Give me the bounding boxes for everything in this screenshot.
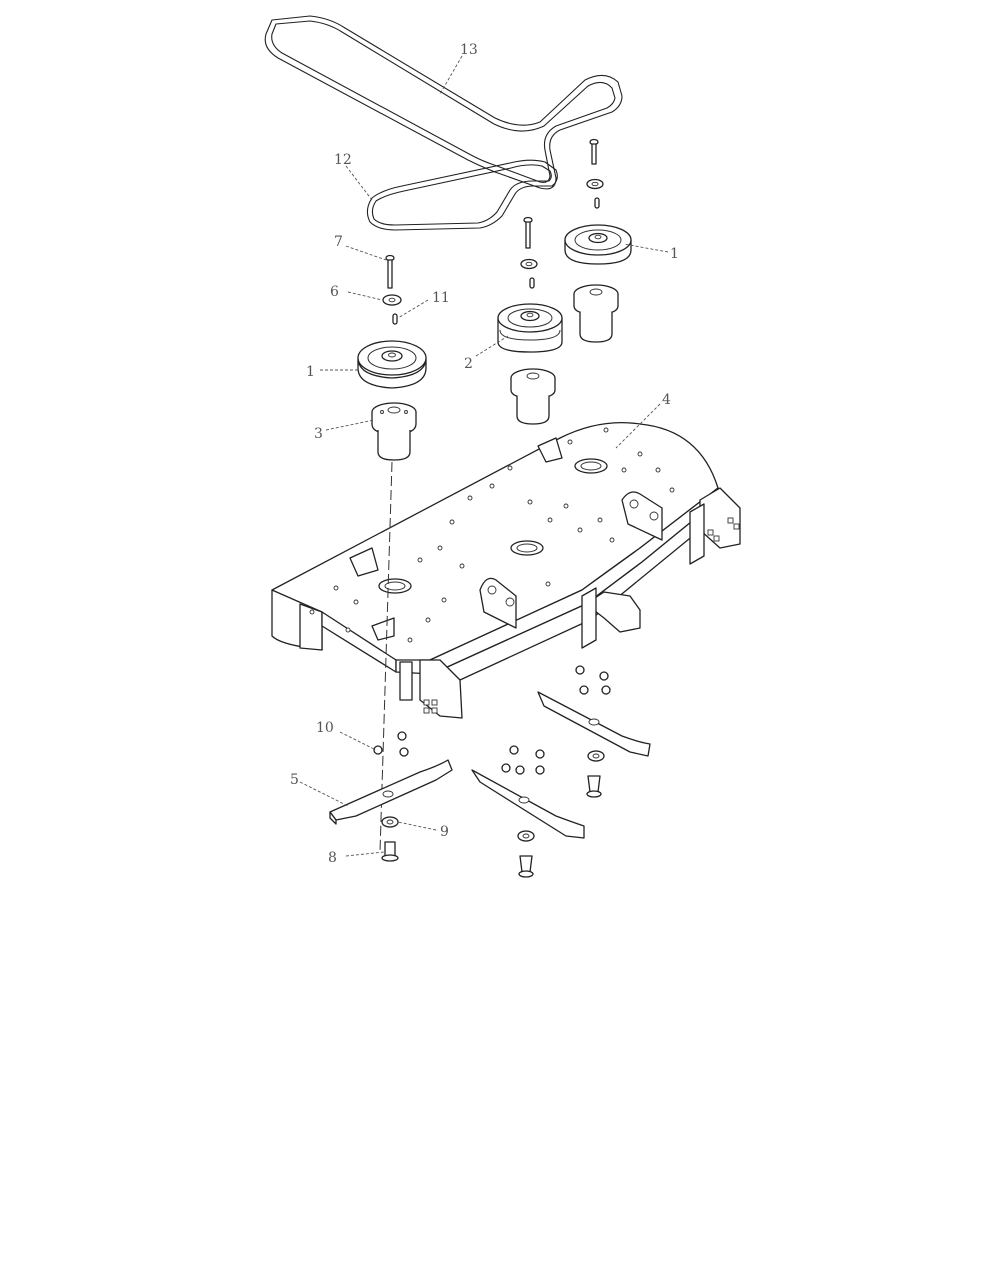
mower-deck-4 [271,421,741,719]
callout-1-left: 1 [306,364,315,380]
spindle-right [573,284,619,343]
callout-11: 11 [432,290,450,306]
blade-middle [471,769,585,839]
bolt-right-blade [586,775,602,798]
callout-1-right: 1 [670,246,679,262]
belt-12 [366,159,558,231]
callout-labels: 13 12 7 6 11 1 1 2 3 4 10 5 9 8 [290,42,679,866]
washer-middle-blade [517,830,535,842]
callout-8: 8 [328,850,337,866]
callout-7: 7 [334,234,343,250]
callout-5: 5 [290,772,299,788]
bolt-middle-blade [518,855,534,878]
washer-9 [381,816,399,828]
blade-right [537,691,651,757]
belt-13 [264,15,623,190]
callout-6: 6 [330,284,339,300]
callout-3: 3 [314,426,323,442]
callout-13: 13 [460,42,478,58]
deck-holes [309,427,675,643]
bolt-right [589,138,599,165]
pulley-1-left [357,340,427,389]
leader-lines [299,55,669,857]
washer-right [586,178,604,190]
bolt-middle [523,216,533,249]
spindle-middle [510,368,556,425]
key-right [594,197,600,209]
pulley-1-right [564,224,632,265]
bolt-7 [385,254,395,289]
bolt-8 [381,841,399,862]
washer-6 [382,294,402,306]
callout-12: 12 [334,152,352,168]
callout-2: 2 [464,356,473,372]
key-middle [529,277,535,289]
pulley-2-double [497,303,563,353]
spindle-3-left [371,402,417,461]
key-11 [392,313,398,325]
washer-middle [520,258,538,270]
assembly-centerline [379,461,393,853]
callout-4: 4 [662,392,671,408]
callout-9: 9 [440,824,449,840]
callout-10: 10 [316,720,334,736]
nuts-10 [373,665,611,775]
blade-5-left [329,759,453,825]
washer-right-blade [587,750,605,762]
